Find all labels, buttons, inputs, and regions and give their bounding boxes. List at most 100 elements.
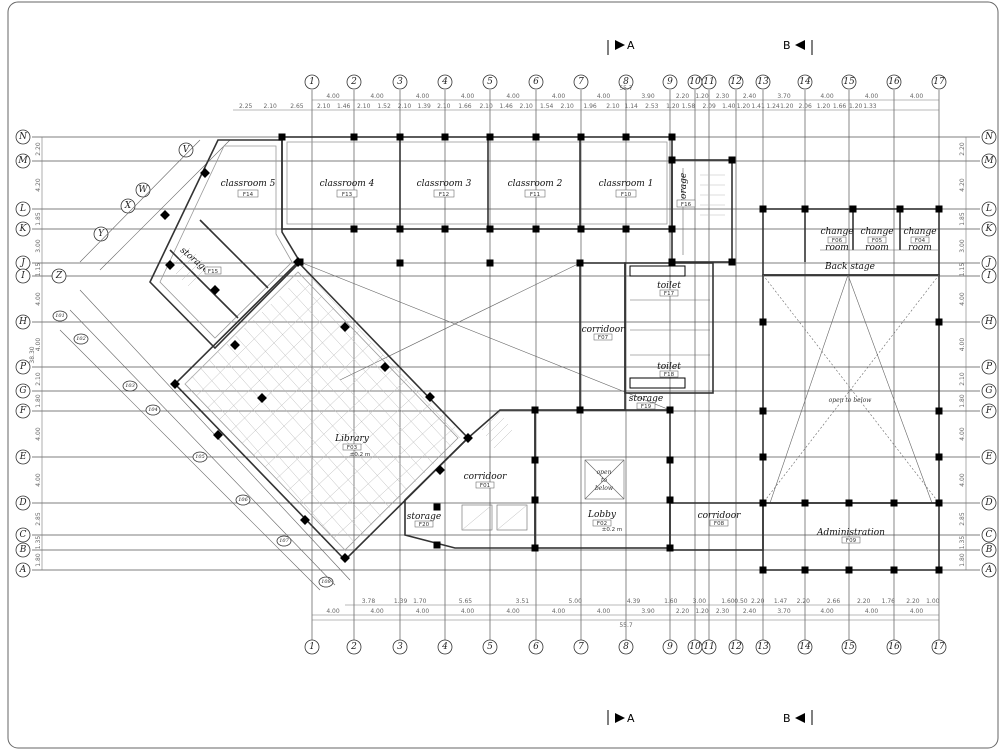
grid-row-left-bubble (15, 268, 31, 284)
grid-row-right-bubble (981, 495, 997, 511)
dimension-value: 1.20 (666, 103, 680, 110)
column (935, 566, 943, 574)
column (257, 393, 267, 403)
column (532, 225, 540, 233)
library-seating-line (230, 319, 347, 432)
grid-row-right-bubble (981, 527, 997, 543)
grid-column-top-label: 11 (703, 77, 714, 87)
dimension-value: 4.00 (461, 608, 475, 615)
grid-diagonal-W-bubble (135, 182, 151, 198)
grid-column-top-label: 6 (533, 77, 539, 87)
column (935, 453, 943, 461)
column (441, 133, 449, 141)
room-tag: F12 (439, 192, 449, 198)
column (759, 566, 767, 574)
library-seating-line (333, 425, 457, 539)
grid-column-top-bubble (841, 74, 857, 90)
grid-column-top-label: 17 (933, 77, 945, 87)
room-tag: F18 (664, 372, 675, 378)
dimension-value: 2.10 (398, 103, 412, 110)
grid-column-top-bubble (701, 74, 717, 90)
grid-row-right-bubble (981, 129, 997, 145)
library-seating-line (235, 335, 390, 508)
dimension-value: 4.00 (506, 608, 520, 615)
column (622, 225, 630, 233)
level-mark: ±0.2 m (602, 527, 622, 533)
dimension-value: 4.00 (35, 427, 42, 441)
dimension-value: 1.66 (458, 103, 472, 110)
room-name: classroom 1 (599, 179, 654, 189)
library-seating-line (191, 375, 346, 552)
grid-diagonal-label: 101 (55, 313, 65, 319)
dimension-total: 55.7 (619, 85, 633, 92)
column (668, 133, 676, 141)
column (935, 407, 943, 415)
classroom-block (281, 136, 733, 263)
room-name: room (908, 243, 932, 253)
room-tag: F10 (621, 192, 632, 198)
grid-row-right-label: I (986, 271, 991, 281)
grid-diagonal-label: 107 (279, 538, 289, 544)
grid-column-bottom-bubble (618, 639, 634, 655)
grid-column-bottom-label: 10 (689, 642, 701, 652)
grid-diagonal-104-bubble (145, 404, 161, 416)
grid-column-bottom-bubble (728, 639, 744, 655)
grid-column-top-label: 16 (888, 77, 900, 87)
room-name: classroom 5 (221, 179, 276, 189)
column (890, 499, 898, 507)
dimension-value: 1.60 (721, 598, 735, 605)
room-name: Back stage (824, 262, 875, 272)
level-mark: ±0.2 m (350, 452, 370, 458)
dimension-value: 4.00 (461, 93, 475, 100)
dimension-value: 2.09 (702, 103, 716, 110)
dimension-value: 4.00 (820, 608, 834, 615)
dimension-value: 1.20 (695, 93, 709, 100)
grid-column-bottom-bubble (346, 639, 362, 655)
dimension-value: 4.00 (865, 93, 879, 100)
grid-column-bottom-label: 13 (757, 642, 769, 652)
grid-diagonal-107-bubble (276, 535, 292, 547)
grid-column-top-bubble (392, 74, 408, 90)
grid-column-bottom-label: 3 (397, 642, 403, 652)
dimension-value: 3.78 (362, 598, 376, 605)
dimension-value: 3.51 (516, 598, 530, 605)
grid-diagonal-label: 105 (195, 454, 205, 460)
section-label: B (783, 39, 791, 52)
dimension-value: 1.76 (882, 598, 896, 605)
grid-column-bottom-bubble (841, 639, 857, 655)
column (759, 453, 767, 461)
dimension-value: 1.85 (35, 212, 42, 226)
column (396, 225, 404, 233)
column (463, 433, 473, 443)
dimension-value: 2.10 (479, 103, 493, 110)
column (577, 133, 585, 141)
column (845, 566, 853, 574)
room-name: corridoor (464, 472, 508, 482)
dimension-value: 1.20 (737, 103, 751, 110)
library-seating-line (200, 367, 355, 543)
room-tag: F19 (641, 404, 652, 410)
grid-row-left-label: N (18, 132, 28, 142)
dimension-value: 1.80 (959, 553, 966, 567)
grid-row-right-label: D (984, 498, 992, 508)
grid-column-top-bubble (797, 74, 813, 90)
grid-column-top-label: 14 (799, 77, 811, 87)
column (668, 156, 676, 164)
grid-column-bottom-bubble (701, 639, 717, 655)
dimension-value: 4.00 (910, 93, 924, 100)
room-name: classroom 2 (508, 179, 563, 189)
grid-column-top-label: 12 (730, 77, 742, 87)
grid-row-left-label: K (19, 224, 28, 234)
grid-diagonal-105-bubble (192, 451, 208, 463)
grid-column-top-bubble (437, 74, 453, 90)
dimension-value: 4.00 (35, 338, 42, 352)
dimension-value: 1.20 (780, 103, 794, 110)
dimension-value: 1.85 (959, 212, 966, 226)
grid-diagonal-label: 108 (321, 579, 331, 585)
dimension-value: 2.06 (798, 103, 812, 110)
grid-row-left-bubble (15, 359, 31, 375)
